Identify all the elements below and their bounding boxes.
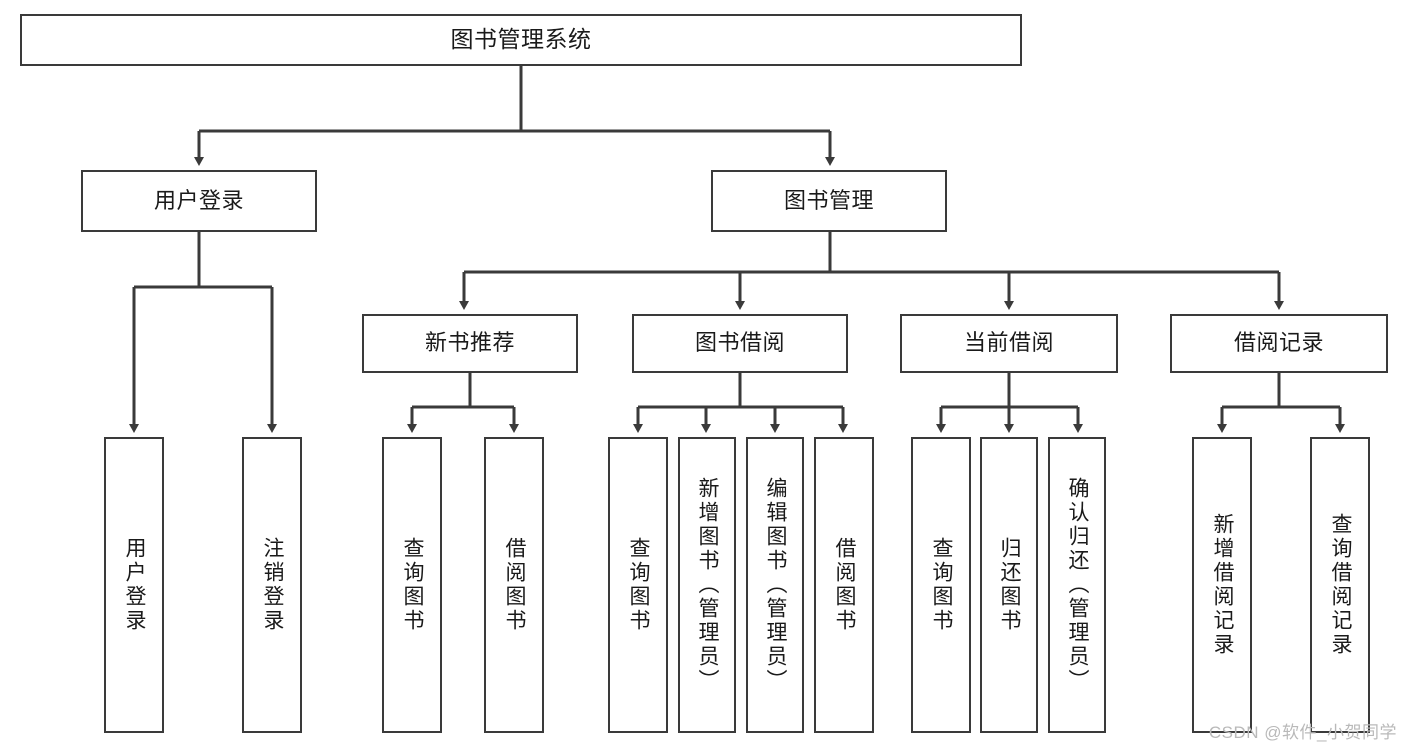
node-book-borrow[interactable]: 图书借阅 <box>632 314 848 373</box>
node-leaf-edit-book-label: 编辑图书（管理员） <box>764 477 788 693</box>
node-leaf-add-book-label: 新增图书（管理员） <box>696 477 720 693</box>
node-leaf-query-record[interactable]: 查询借阅记录 <box>1310 437 1370 733</box>
node-leaf-query-book-2-label: 查询图书 <box>627 537 651 633</box>
node-leaf-user-login[interactable]: 用户登录 <box>104 437 164 733</box>
node-leaf-confirm-return[interactable]: 确认归还（管理员） <box>1048 437 1106 733</box>
node-leaf-query-book-1[interactable]: 查询图书 <box>382 437 442 733</box>
csdn-watermark: CSDN @软件_小贺同学 <box>1208 723 1397 742</box>
node-leaf-confirm-return-label: 确认归还（管理员） <box>1066 477 1090 693</box>
node-leaf-add-record-label: 新增借阅记录 <box>1211 513 1235 657</box>
node-borrow-record-label: 借阅记录 <box>1233 330 1324 356</box>
node-leaf-borrow-book-1[interactable]: 借阅图书 <box>484 437 544 733</box>
node-current-borrow-label: 当前借阅 <box>963 330 1054 356</box>
node-leaf-logout-login-label: 注销登录 <box>261 537 285 633</box>
node-root-system[interactable]: 图书管理系统 <box>20 14 1022 66</box>
node-leaf-return-book-label: 归还图书 <box>998 537 1022 633</box>
node-leaf-query-record-label: 查询借阅记录 <box>1329 513 1353 657</box>
node-borrow-record[interactable]: 借阅记录 <box>1170 314 1388 373</box>
node-leaf-add-record[interactable]: 新增借阅记录 <box>1192 437 1252 733</box>
node-book-management-label: 图书管理 <box>783 187 874 213</box>
node-root-label: 图书管理系统 <box>450 26 592 53</box>
node-new-book-recommend[interactable]: 新书推荐 <box>362 314 578 373</box>
node-leaf-borrow-book-2[interactable]: 借阅图书 <box>814 437 874 733</box>
node-current-borrow[interactable]: 当前借阅 <box>900 314 1118 373</box>
node-user-login-label: 用户登录 <box>153 187 244 213</box>
node-book-borrow-label: 图书借阅 <box>694 330 785 356</box>
node-leaf-return-book[interactable]: 归还图书 <box>980 437 1038 733</box>
node-leaf-logout-login[interactable]: 注销登录 <box>242 437 302 733</box>
node-leaf-query-book-2[interactable]: 查询图书 <box>608 437 668 733</box>
node-leaf-query-book-3-label: 查询图书 <box>930 537 954 633</box>
node-user-login[interactable]: 用户登录 <box>81 170 317 232</box>
node-new-book-recommend-label: 新书推荐 <box>424 330 515 356</box>
node-leaf-query-book-3[interactable]: 查询图书 <box>911 437 971 733</box>
node-leaf-borrow-book-1-label: 借阅图书 <box>503 537 527 633</box>
node-leaf-user-login-label: 用户登录 <box>123 537 147 633</box>
node-leaf-add-book[interactable]: 新增图书（管理员） <box>678 437 736 733</box>
node-book-management[interactable]: 图书管理 <box>711 170 947 232</box>
node-leaf-borrow-book-2-label: 借阅图书 <box>833 537 857 633</box>
node-leaf-query-book-1-label: 查询图书 <box>401 537 425 633</box>
node-leaf-edit-book[interactable]: 编辑图书（管理员） <box>746 437 804 733</box>
